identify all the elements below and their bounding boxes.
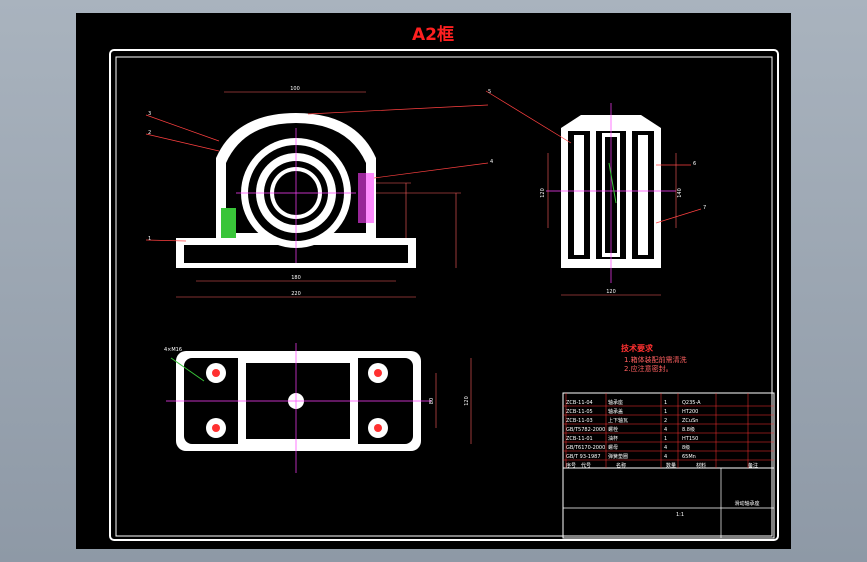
part-material: ZCuSn [682,418,698,424]
part-material: HT200 [682,409,698,415]
part-material: 8.8级 [682,426,695,433]
leader-7: 7 [703,205,706,211]
part-qty: 1 [664,409,667,415]
part-name: 油杯 [608,435,618,442]
outer-border [109,49,779,541]
leader-4: 4 [490,159,493,165]
dim-span-outer: 120 [464,396,470,406]
parts-header-cell: 材料 [696,462,706,469]
leader-6: 6 [693,161,696,167]
part-material: HT150 [682,436,698,442]
dim-height-left: 120 [540,188,546,198]
inner-border [115,56,773,537]
part-qty: 4 [664,454,667,460]
dim-height-right: 140 [677,188,683,198]
part-name: 轴承盖 [608,408,623,415]
cad-drawing: A2框 3 2 4 1 100 180 [109,24,779,541]
part-qty: 4 [664,445,667,451]
dim-base-overall: 220 [291,291,301,297]
part-name: 弹簧垫圈 [608,453,628,460]
part-code: GB/T 93-1987 [566,454,601,460]
part-code: ZCB-11-04 [566,400,593,406]
tech-requirements: 技术要求 1.箱体装配前需清洗 2.应注意密封。 [621,343,687,373]
hole-callout: 4×M16 [164,347,182,353]
dim-top-width: 100 [290,86,300,92]
top-view: 4×M16 80 120 [164,343,472,473]
drawing-canvas: A2框 3 2 4 1 100 180 [76,13,791,549]
dim-width-bottom: 120 [606,289,616,295]
dim-base-inner: 180 [291,275,301,281]
part-code: GB/T6170-2000 [566,445,605,451]
part-material: 65Mn [682,454,696,460]
leader-3: 3 [148,111,151,117]
part-qty: 4 [664,427,667,433]
scale: 1:1 [676,512,684,518]
part-name: 螺母 [608,444,618,451]
leader-2: 2 [148,130,151,136]
tech-item-1: 1.箱体装配前需清洗 [624,355,687,364]
front-view: 3 2 4 1 100 180 220 [145,86,493,298]
leader-5: 5 [488,89,491,95]
part-code: ZCB-11-01 [566,436,593,442]
part-name: 轴承座 [608,399,623,406]
side-view: 5 6 7 120 140 120 [485,89,706,296]
frame-title: A2框 [412,24,454,45]
tech-heading: 技术要求 [621,343,654,353]
parts-header-cell: 序号 [566,462,576,469]
part-qty: 1 [664,436,667,442]
part-name: 螺栓 [608,426,618,433]
parts-header-cell: 名称 [616,462,626,469]
parts-header-cell: 代号 [581,462,591,469]
tech-item-2: 2.应注意密封。 [624,364,673,373]
part-material: 8级 [682,444,690,451]
part-material: Q235-A [682,400,701,406]
parts-header-cell: 数量 [666,462,676,469]
part-code: ZCB-11-03 [566,418,593,424]
leader-1: 1 [148,236,151,242]
part-qty: 2 [664,418,667,424]
part-code: GB/T5782-2000 [566,427,605,433]
drawing-name: 滑动轴承座 [734,500,759,507]
parts-header-cell: 备注 [748,462,758,469]
part-qty: 1 [664,400,667,406]
dim-span-inner: 80 [429,398,435,404]
part-code: ZCB-11-05 [566,409,593,415]
part-name: 上下轴瓦 [608,417,628,424]
